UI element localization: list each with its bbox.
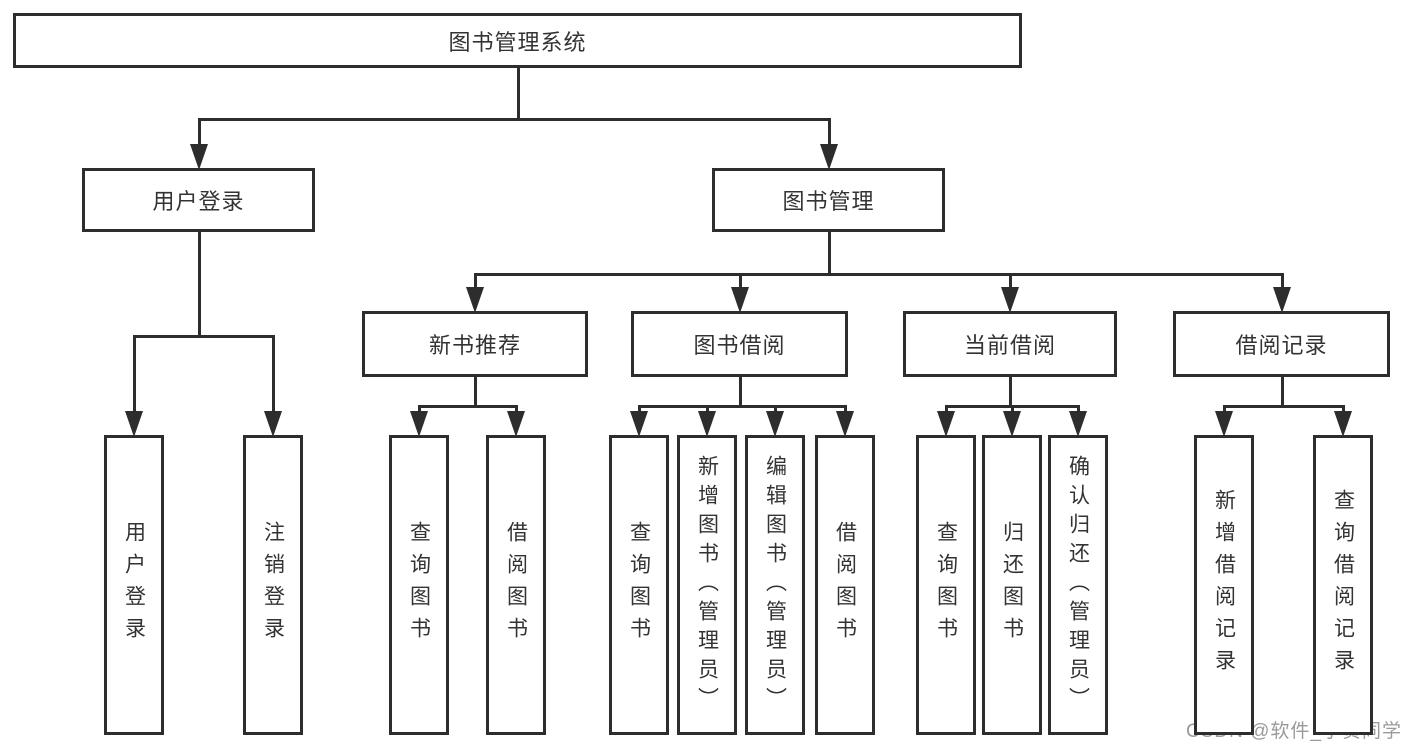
node-nbr-query: 查询图书 <box>389 435 449 735</box>
node-label: 归还图书 <box>1000 521 1024 649</box>
node-book-borrow: 图书借阅 <box>631 311 848 377</box>
connector-arrow-down-icon <box>190 144 208 170</box>
connector-line <box>517 68 520 121</box>
node-label: 图书借阅 <box>693 333 786 358</box>
node-label: 查询图书 <box>407 521 431 649</box>
connector-line <box>198 118 201 148</box>
connector-line <box>515 405 518 415</box>
connector-arrow-down-icon <box>820 144 838 170</box>
node-user-login: 用户登录 <box>82 168 315 232</box>
connector-arrow-down-icon <box>507 411 525 437</box>
node-cb-confirm: 确认归还（管理员） <box>1048 435 1108 735</box>
connector-arrow-down-icon <box>766 411 784 437</box>
connector-arrow-down-icon <box>698 411 716 437</box>
connector-line <box>1342 405 1345 415</box>
node-label: 编辑图书（管理员） <box>763 454 787 716</box>
connector-line <box>198 118 831 121</box>
node-nbr-borrow: 借阅图书 <box>486 435 546 735</box>
node-label: 借阅记录 <box>1235 333 1328 358</box>
node-label: 确认归还（管理员） <box>1066 454 1090 716</box>
node-label: 新书推荐 <box>428 333 521 358</box>
node-label: 借阅图书 <box>833 521 857 649</box>
connector-line <box>1009 273 1012 291</box>
connector-arrow-down-icon <box>264 411 282 437</box>
node-br-query: 查询借阅记录 <box>1313 435 1373 735</box>
node-bb-borrow: 借阅图书 <box>815 435 875 735</box>
connector-arrow-down-icon <box>1003 411 1021 437</box>
node-root: 图书管理系统 <box>13 13 1022 68</box>
connector-arrow-down-icon <box>937 411 955 437</box>
connector-line <box>474 273 1284 276</box>
connector-arrow-down-icon <box>466 287 484 313</box>
connector-arrow-down-icon <box>1001 287 1019 313</box>
node-label: 用户登录 <box>122 521 146 649</box>
node-cb-return: 归还图书 <box>982 435 1042 735</box>
connector-line <box>1009 377 1012 408</box>
connector-arrow-down-icon <box>125 411 143 437</box>
node-bb-query: 查询图书 <box>609 435 669 735</box>
node-current-borrow: 当前借阅 <box>903 311 1117 377</box>
node-br-add: 新增借阅记录 <box>1194 435 1254 735</box>
node-borrow-records: 借阅记录 <box>1173 311 1390 377</box>
connector-line <box>945 405 948 415</box>
connector-line <box>739 273 742 291</box>
connector-line <box>844 405 847 415</box>
node-bb-add: 新增图书（管理员） <box>677 435 737 735</box>
node-label: 新增借阅记录 <box>1212 489 1236 681</box>
connector-arrow-down-icon <box>1334 411 1352 437</box>
node-label: 图书管理 <box>782 189 875 214</box>
connector-line <box>418 405 421 415</box>
node-label: 新增图书（管理员） <box>695 454 719 716</box>
connector-line <box>1077 405 1080 415</box>
connector-arrow-down-icon <box>731 287 749 313</box>
connector-arrow-down-icon <box>1069 411 1087 437</box>
connector-line <box>418 405 518 408</box>
node-label: 注销登录 <box>261 521 285 649</box>
node-label: 图书管理系统 <box>448 29 587 55</box>
connector-line <box>272 335 275 415</box>
node-new-book-rec: 新书推荐 <box>362 311 588 377</box>
connector-line <box>1223 405 1345 408</box>
node-label: 查询图书 <box>627 521 651 649</box>
connector-line <box>1011 405 1014 415</box>
connector-line <box>706 405 709 415</box>
connector-line <box>739 377 742 408</box>
connector-arrow-down-icon <box>1273 287 1291 313</box>
connector-arrow-down-icon <box>630 411 648 437</box>
connector-line <box>1223 405 1226 415</box>
node-label: 借阅图书 <box>504 521 528 649</box>
connector-line <box>638 405 641 415</box>
node-login: 用户登录 <box>104 435 164 735</box>
node-label: 当前借阅 <box>963 333 1056 358</box>
connector-arrow-down-icon <box>1215 411 1233 437</box>
connector-line <box>133 335 136 415</box>
connector-line <box>198 232 201 338</box>
node-bb-edit: 编辑图书（管理员） <box>745 435 805 735</box>
node-label: 查询图书 <box>934 521 958 649</box>
connector-arrow-down-icon <box>836 411 854 437</box>
node-book-mgmt: 图书管理 <box>712 168 945 232</box>
node-label: 查询借阅记录 <box>1331 489 1355 681</box>
connector-line <box>133 335 275 338</box>
connector-line <box>1281 377 1284 408</box>
node-cb-query: 查询图书 <box>916 435 976 735</box>
connector-arrow-down-icon <box>410 411 428 437</box>
connector-line <box>1281 273 1284 291</box>
connector-line <box>474 377 477 408</box>
connector-line <box>828 232 831 276</box>
connector-line <box>774 405 777 415</box>
node-logout: 注销登录 <box>243 435 303 735</box>
connector-line <box>828 118 831 148</box>
connector-line <box>638 405 847 408</box>
node-label: 用户登录 <box>152 189 245 214</box>
connector-line <box>474 273 477 291</box>
